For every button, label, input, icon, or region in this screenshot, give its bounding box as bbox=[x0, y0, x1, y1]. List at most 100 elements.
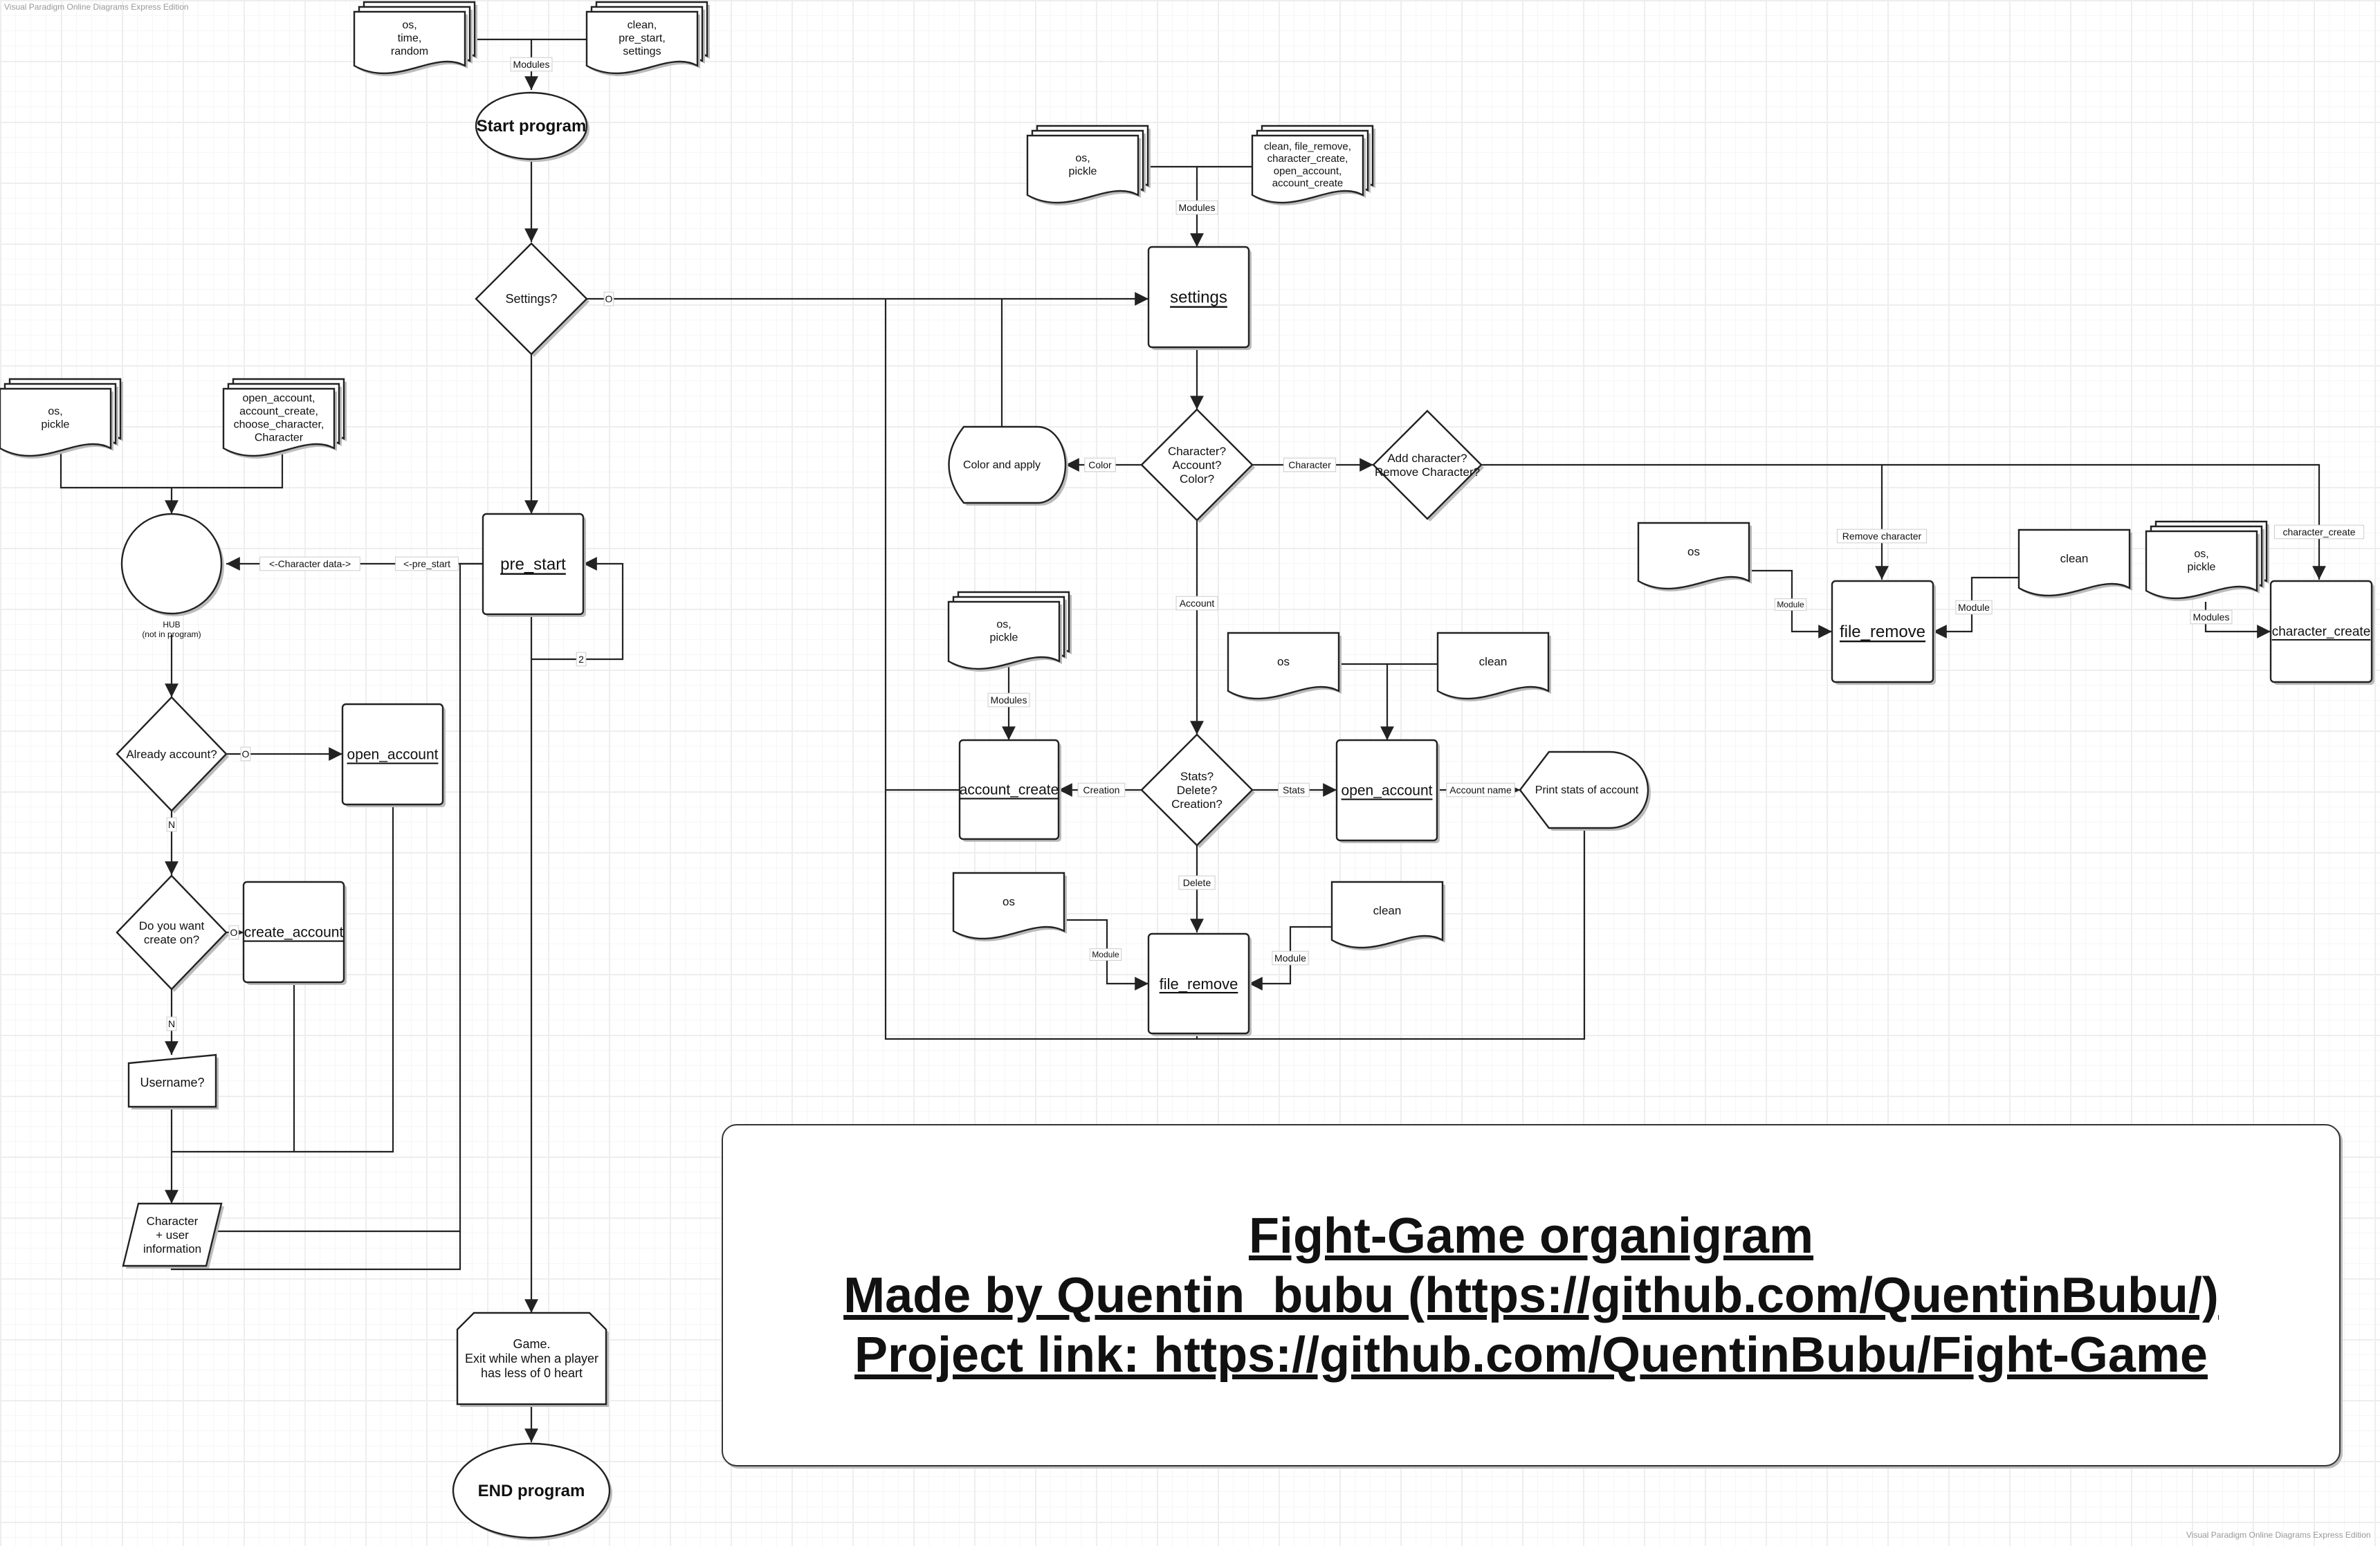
edge-label-character-create: character_create bbox=[2273, 524, 2365, 540]
open-account-left-node[interactable]: open_account bbox=[341, 703, 446, 807]
module-os-file-remove[interactable]: os bbox=[952, 872, 1067, 941]
edge-label-already-n: N bbox=[166, 817, 177, 832]
module-os-file-remove-right[interactable]: os bbox=[1637, 522, 1752, 591]
hub-module-os-pickle[interactable]: os,pickle bbox=[0, 378, 123, 459]
file-remove-right-node[interactable]: file_remove bbox=[1831, 580, 1936, 685]
svg-text:file_remove: file_remove bbox=[1160, 975, 1238, 993]
svg-text:clean,pre_start,settings: clean,pre_start,settings bbox=[619, 19, 666, 57]
svg-text:Module: Module bbox=[1777, 600, 1804, 609]
app-label-bottom: Visual Paradigm Online Diagrams Express … bbox=[2186, 1530, 2371, 1540]
edge-label-color: Color bbox=[1084, 457, 1116, 472]
svg-text:account_create: account_create bbox=[960, 782, 1059, 798]
svg-text:Module: Module bbox=[1274, 953, 1306, 964]
svg-text:N: N bbox=[168, 1018, 175, 1029]
edge-label-modules-cc: Modules bbox=[2190, 609, 2233, 625]
svg-text:clean, file_remove,character_c: clean, file_remove,character_create,open… bbox=[1264, 140, 1351, 189]
edge-label-character: Character bbox=[1283, 457, 1337, 472]
character-create-node[interactable]: character_create bbox=[2269, 580, 2374, 685]
edge-open-down bbox=[294, 804, 394, 1153]
username-input[interactable]: Username? bbox=[127, 1053, 219, 1110]
module-clean-open-account[interactable]: clean bbox=[1436, 632, 1551, 701]
svg-text:open_account: open_account bbox=[1342, 782, 1433, 798]
svg-text:Account: Account bbox=[1180, 598, 1215, 609]
module-clean-file-remove-right[interactable]: clean bbox=[2017, 528, 2132, 598]
settings-node[interactable]: settings bbox=[1147, 246, 1252, 350]
svg-text:Modules: Modules bbox=[513, 59, 550, 70]
svg-text:Modules: Modules bbox=[2193, 611, 2230, 623]
hub-node[interactable]: HUB(not in program) bbox=[120, 513, 224, 639]
module-clean-file-remove[interactable]: clean bbox=[1330, 881, 1445, 950]
account-create-node[interactable]: account_create bbox=[958, 739, 1061, 842]
edge-label-loop-2: 2 bbox=[576, 652, 587, 667]
settings-question[interactable]: Settings? bbox=[475, 242, 589, 357]
edge-label-settings-o: O bbox=[603, 291, 614, 306]
svg-text:Modules: Modules bbox=[991, 694, 1027, 706]
edge-label-stats: Stats bbox=[1278, 782, 1310, 798]
svg-text:character_create: character_create bbox=[2272, 625, 2371, 639]
svg-text:settings: settings bbox=[1170, 288, 1227, 306]
edge-label-remove-character: Remove character bbox=[1836, 528, 1928, 544]
pre-start-node[interactable]: pre_start bbox=[482, 513, 586, 617]
file-remove-mid-node[interactable]: file_remove bbox=[1147, 932, 1252, 1036]
module-clean-prestart-settings[interactable]: clean,pre_start,settings bbox=[585, 1, 710, 76]
svg-text:Add character?Remove Character: Add character?Remove Character? bbox=[1375, 451, 1480, 478]
module-os-pickle-character-create[interactable]: os,pickle bbox=[2145, 520, 2269, 601]
edge-label-module-fr-right: Module bbox=[1272, 950, 1309, 966]
already-account-question[interactable]: Already account? bbox=[116, 696, 229, 813]
start-program-node[interactable]: Start program bbox=[475, 91, 589, 162]
module-os-open-account[interactable]: os bbox=[1227, 632, 1342, 701]
svg-text:Character: Character bbox=[1288, 459, 1331, 470]
svg-text:Module: Module bbox=[1092, 950, 1119, 959]
svg-text:END program: END program bbox=[478, 1482, 585, 1500]
svg-text:<-Character data->: <-Character data-> bbox=[269, 558, 351, 569]
svg-text:<-pre_start: <-pre_start bbox=[403, 558, 450, 569]
character-account-color-question[interactable]: Character?Account?Color? bbox=[1140, 408, 1255, 523]
create-account-node[interactable]: create_account bbox=[242, 881, 347, 985]
svg-text:os: os bbox=[1277, 655, 1290, 668]
svg-text:open_account: open_account bbox=[347, 746, 439, 762]
svg-text:Username?: Username? bbox=[140, 1076, 204, 1089]
module-os-time-random[interactable]: os,time,random bbox=[353, 1, 477, 76]
svg-text:Stats: Stats bbox=[1283, 784, 1305, 795]
svg-text:HUB(not in program): HUB(not in program) bbox=[142, 620, 201, 639]
print-stats-node[interactable]: Print stats of account bbox=[1519, 751, 1651, 831]
svg-text:character_create: character_create bbox=[2282, 526, 2355, 537]
settings-module-os-pickle[interactable]: os,pickle bbox=[1026, 125, 1151, 205]
edge-label-modules-settings: Modules bbox=[1175, 200, 1218, 215]
edge-add-right bbox=[1481, 463, 2326, 580]
edge-label-pre-start: <-pre_start bbox=[395, 556, 459, 571]
hub-module-accounts[interactable]: open_account,account_create,choose_chara… bbox=[222, 378, 347, 459]
svg-text:Module: Module bbox=[1958, 602, 1990, 613]
account-create-module-os-pickle[interactable]: os,pickle bbox=[947, 591, 1072, 672]
edge-label-module-fr-left: Module bbox=[1089, 948, 1122, 961]
svg-text:Start program: Start program bbox=[477, 117, 587, 136]
svg-text:Modules: Modules bbox=[1179, 202, 1216, 213]
color-apply-node[interactable]: Color and apply bbox=[948, 425, 1069, 506]
edge-label-delete: Delete bbox=[1178, 875, 1216, 890]
add-remove-character-question[interactable]: Add character?Remove Character? bbox=[1372, 409, 1484, 522]
edge-label-module-frr-left: Module bbox=[1774, 598, 1807, 611]
svg-text:N: N bbox=[168, 819, 175, 830]
svg-text:file_remove: file_remove bbox=[1840, 623, 1925, 641]
edge-label-want-o: O bbox=[228, 925, 239, 940]
svg-text:os,pickle: os,pickle bbox=[2188, 548, 2216, 573]
title-line-3[interactable]: Project link: https://github.com/Quentin… bbox=[854, 1327, 2208, 1383]
edge-label-want-n: N bbox=[166, 1016, 177, 1031]
stats-delete-creation-question[interactable]: Stats?Delete?Creation? bbox=[1140, 733, 1255, 848]
svg-text:os,pickle: os,pickle bbox=[1069, 152, 1097, 177]
title-line-2[interactable]: Made by Quentin_bubu (https://github.com… bbox=[843, 1267, 2219, 1323]
settings-module-list[interactable]: clean, file_remove,character_create,open… bbox=[1251, 125, 1375, 205]
svg-text:os,pickle: os,pickle bbox=[42, 405, 70, 430]
svg-text:Creation: Creation bbox=[1083, 784, 1120, 795]
edge-label-modules-top: Modules bbox=[510, 57, 553, 72]
edge-settings-o bbox=[587, 297, 1586, 1040]
end-program-node[interactable]: END program bbox=[452, 1442, 612, 1540]
open-account-mid-node[interactable]: open_account bbox=[1335, 739, 1440, 843]
